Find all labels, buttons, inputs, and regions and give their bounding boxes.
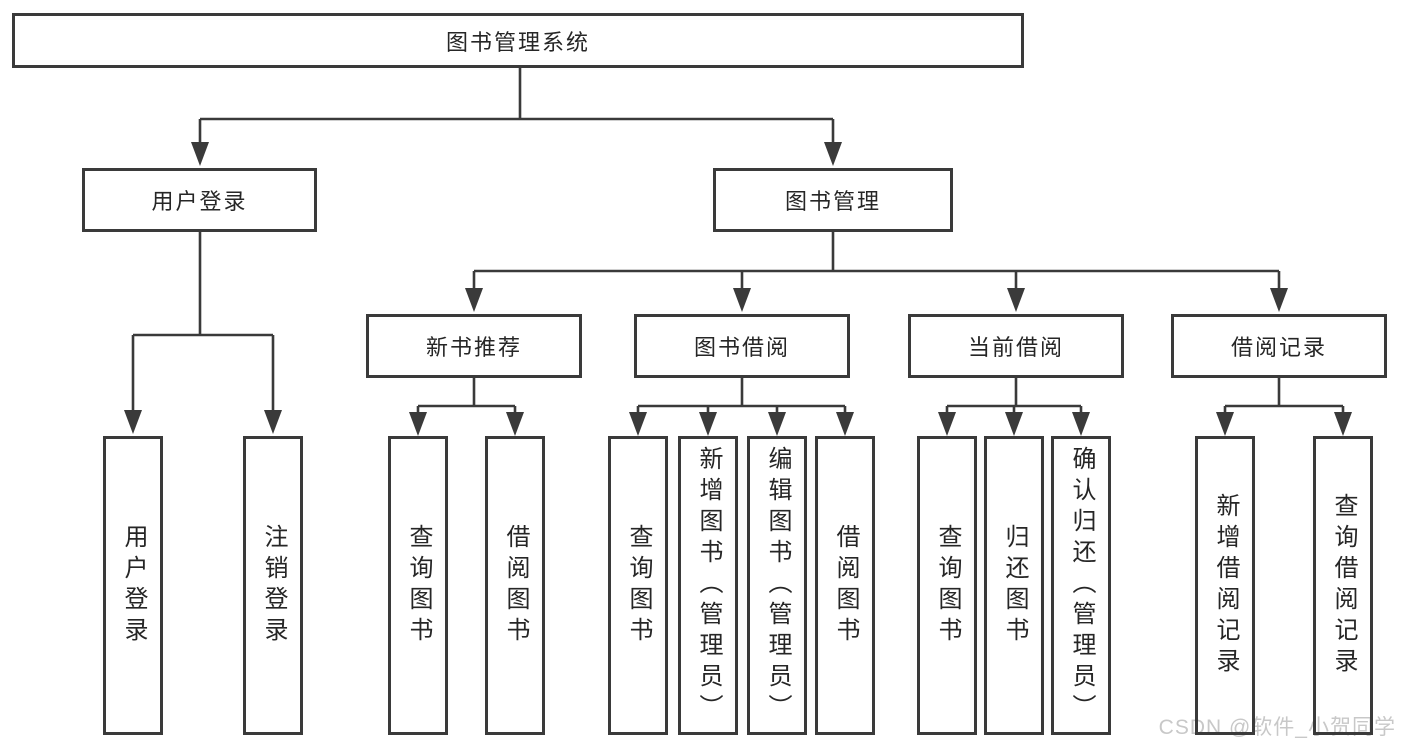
node-label: 图书管理系统	[445, 29, 590, 55]
leaf-borrow-books-recommend: 借阅图书	[485, 436, 545, 735]
leaf-query-borrow-record: 查询借阅记录	[1313, 436, 1373, 735]
node-label: 图书借阅	[693, 335, 790, 360]
node-label: 查询图书	[625, 523, 652, 648]
node-label: 当前借阅	[967, 335, 1064, 360]
leaf-query-books-borrowing: 查询图书	[608, 436, 668, 735]
node-user-login: 用户登录	[82, 168, 317, 232]
leaf-borrow-books-borrowing: 借阅图书	[815, 436, 875, 735]
node-label: 借阅记录	[1230, 335, 1327, 360]
node-label: 注销登录	[260, 523, 287, 648]
watermark-text: CSDN @软件_小贺同学	[1158, 716, 1396, 739]
node-label: 新增图书（管理员）	[695, 446, 722, 725]
node-library-management-system: 图书管理系统	[12, 13, 1024, 68]
node-label: 借阅图书	[832, 523, 859, 648]
node-label: 查询借阅记录	[1330, 492, 1357, 679]
node-book-management: 图书管理	[713, 168, 953, 232]
node-label: 查询图书	[405, 523, 432, 648]
leaf-edit-books-admin: 编辑图书（管理员）	[747, 436, 807, 735]
leaf-query-books-recommend: 查询图书	[388, 436, 448, 735]
node-borrowing-records: 借阅记录	[1171, 314, 1387, 378]
node-label: 新书推荐	[425, 335, 522, 360]
node-new-book-recommendation: 新书推荐	[366, 314, 582, 378]
node-label: 归还图书	[1001, 523, 1028, 648]
node-book-borrowing: 图书借阅	[634, 314, 850, 378]
leaf-return-books: 归还图书	[984, 436, 1044, 735]
leaf-confirm-return-admin: 确认归还（管理员）	[1051, 436, 1111, 735]
node-label: 确认归还（管理员）	[1068, 446, 1095, 725]
node-label: 新增借阅记录	[1212, 492, 1239, 679]
node-current-borrowing: 当前借阅	[908, 314, 1124, 378]
arrowhead-icons	[124, 142, 1352, 436]
leaf-query-books-current: 查询图书	[917, 436, 977, 735]
leaf-add-books-admin: 新增图书（管理员）	[678, 436, 738, 735]
leaf-logout-login: 注销登录	[243, 436, 303, 735]
leaf-user-login: 用户登录	[103, 436, 163, 735]
node-label: 用户登录	[151, 189, 248, 214]
node-label: 用户登录	[120, 523, 147, 648]
node-label: 借阅图书	[502, 523, 529, 648]
node-label: 图书管理	[784, 189, 881, 214]
node-label: 查询图书	[934, 523, 961, 648]
node-label: 编辑图书（管理员）	[764, 446, 791, 725]
leaf-add-borrow-record: 新增借阅记录	[1195, 436, 1255, 735]
